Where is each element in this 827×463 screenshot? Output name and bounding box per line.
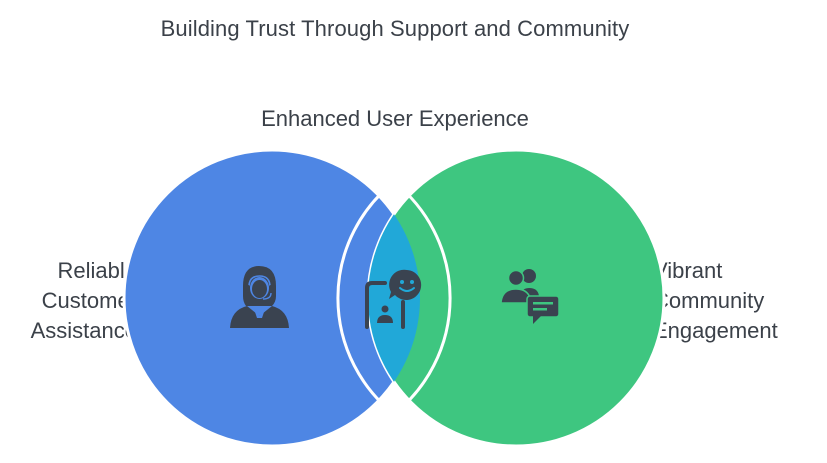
customer-support-agent-icon — [230, 266, 289, 328]
right-set-label: Vibrant Community Engagement — [653, 256, 823, 346]
user-feedback-smiley-icon — [365, 269, 422, 329]
left-label-line-2: Customer — [41, 288, 137, 313]
right-label-line-2: Community — [653, 288, 765, 313]
community-chat-icon — [500, 269, 560, 324]
left-label-line-3: Assistance — [30, 318, 137, 343]
diagram-title: Building Trust Through Support and Commu… — [160, 16, 630, 41]
left-set-label: Reliable Customer Assistance — [0, 256, 137, 346]
intersection-label: Enhanced User Experience — [261, 106, 529, 131]
right-label-line-1: Vibrant — [653, 258, 723, 283]
right-label-line-3: Engagement — [653, 318, 778, 343]
lens-outline — [336, 180, 452, 416]
